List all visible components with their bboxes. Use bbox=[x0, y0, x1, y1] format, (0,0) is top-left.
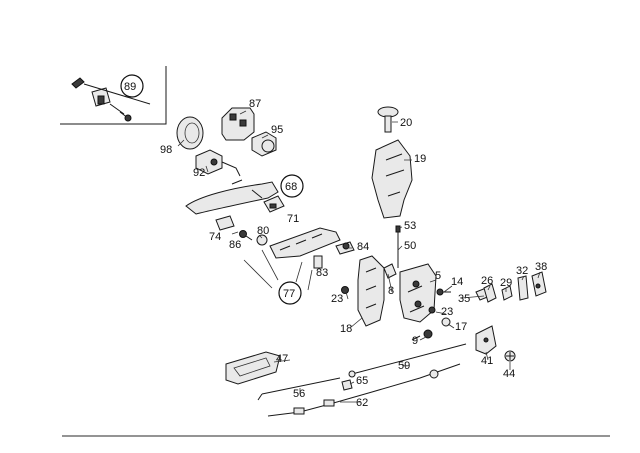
lock-cylinder-part-92 bbox=[195, 149, 241, 177]
rod-part-56 bbox=[257, 377, 341, 401]
callout-8: 8 bbox=[388, 285, 394, 297]
callout-83: 83 bbox=[316, 267, 328, 279]
callout-74: 74 bbox=[209, 231, 221, 243]
callout-35: 35 bbox=[458, 293, 470, 305]
callout-80: 80 bbox=[257, 225, 269, 237]
rod-part-53-50 bbox=[395, 225, 401, 268]
callout-23-left: 23 bbox=[331, 293, 343, 305]
callout-53: 53 bbox=[404, 220, 416, 232]
bracket-part-41 bbox=[475, 325, 497, 355]
callout-20: 20 bbox=[400, 117, 412, 129]
callout-18: 18 bbox=[340, 323, 352, 335]
screw-part-23-right bbox=[428, 306, 436, 314]
screw-part-23-left bbox=[341, 286, 349, 294]
callout-89-circled: 89 bbox=[120, 74, 144, 98]
key-cylinder-part-89 bbox=[71, 77, 151, 122]
bracket-part-74 bbox=[215, 215, 235, 231]
callout-17: 17 bbox=[455, 321, 467, 333]
callout-87: 87 bbox=[249, 98, 261, 110]
door-lock-part-5 bbox=[399, 263, 437, 323]
callout-65: 65 bbox=[356, 375, 368, 387]
callout-56: 56 bbox=[293, 388, 305, 400]
lock-cover-part-19 bbox=[371, 139, 413, 219]
callout-41: 41 bbox=[481, 355, 493, 367]
grommet-part-80 bbox=[256, 234, 268, 246]
strap-part-32 bbox=[517, 275, 529, 301]
callout-5: 5 bbox=[435, 270, 441, 282]
handle-frame-part bbox=[269, 227, 341, 259]
callout-62: 62 bbox=[356, 397, 368, 409]
callout-95: 95 bbox=[271, 124, 283, 136]
leader-lines bbox=[177, 110, 541, 403]
rod-part-59 bbox=[348, 343, 467, 378]
callout-84: 84 bbox=[357, 241, 369, 253]
lock-knob-part-20 bbox=[377, 106, 399, 133]
callout-89: 89 bbox=[124, 81, 136, 93]
callout-23-right: 23 bbox=[441, 306, 453, 318]
lock-cap-part-95 bbox=[251, 131, 277, 157]
callout-77-circled: 77 bbox=[278, 281, 302, 305]
clip-part-83 bbox=[313, 255, 323, 269]
callout-86: 86 bbox=[229, 239, 241, 251]
callout-68: 68 bbox=[285, 181, 297, 193]
bolt-part-9 bbox=[411, 329, 433, 341]
callout-50: 50 bbox=[404, 240, 416, 252]
handle-bracket-part-87 bbox=[221, 107, 255, 141]
bolt-part-84 bbox=[335, 241, 355, 255]
inner-handle-part-47 bbox=[225, 351, 281, 385]
callout-92: 92 bbox=[193, 167, 205, 179]
screw-part-44 bbox=[504, 350, 516, 362]
screw-part-86 bbox=[239, 230, 253, 241]
inset-box-89 bbox=[60, 66, 167, 125]
callout-98: 98 bbox=[160, 144, 172, 156]
outer-handle-part bbox=[185, 179, 279, 215]
clip-part-65 bbox=[341, 379, 353, 391]
leader-lines-77 bbox=[243, 249, 313, 291]
callout-77: 77 bbox=[283, 288, 295, 300]
callout-68-circled: 68 bbox=[280, 174, 304, 198]
callout-29: 29 bbox=[500, 277, 512, 289]
lock-carrier-part-18 bbox=[357, 255, 385, 327]
handle-cover-part-71 bbox=[263, 195, 285, 213]
callout-14: 14 bbox=[451, 276, 463, 288]
callout-47: 47 bbox=[276, 353, 288, 365]
clip-part-8 bbox=[383, 263, 397, 279]
seal-disc-part-98 bbox=[176, 116, 204, 150]
callout-32: 32 bbox=[516, 265, 528, 277]
callout-44: 44 bbox=[503, 368, 515, 380]
callout-26: 26 bbox=[481, 275, 493, 287]
plate-part-38 bbox=[531, 271, 547, 297]
callout-38: 38 bbox=[535, 261, 547, 273]
bracket-part-26 bbox=[483, 283, 497, 303]
clip-part-29 bbox=[501, 285, 513, 301]
callout-9: 9 bbox=[412, 335, 418, 347]
callout-71: 71 bbox=[287, 213, 299, 225]
callout-19: 19 bbox=[414, 153, 426, 165]
bowden-cable-part-62 bbox=[267, 363, 461, 417]
